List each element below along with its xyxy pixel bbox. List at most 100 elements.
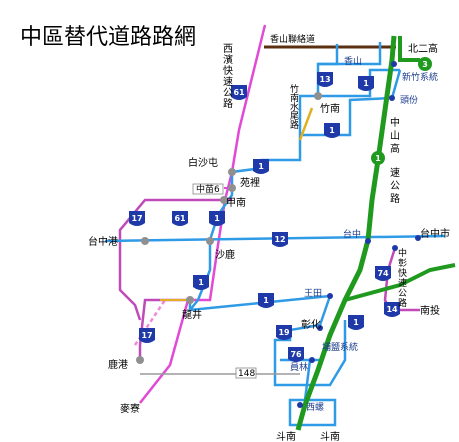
- label-nantou: 南投: [420, 304, 440, 317]
- shield-1-freeway: 1: [371, 151, 385, 165]
- svg-text:山: 山: [390, 130, 400, 142]
- svg-text:快: 快: [223, 65, 233, 77]
- label-zhunan: 竹南: [320, 102, 340, 115]
- label-lugang: 鹿港: [108, 358, 128, 371]
- svg-text:濱: 濱: [223, 53, 233, 66]
- label-yuanli: 苑裡: [240, 176, 260, 189]
- zhangtou-fwy-label: 中 彰 快 速 公 路: [398, 247, 407, 309]
- svg-text:1: 1: [353, 318, 359, 327]
- svg-text:1: 1: [258, 162, 264, 171]
- svg-text:61: 61: [174, 214, 186, 223]
- svg-text:1: 1: [214, 214, 220, 223]
- label-hsinchu-interchange: 新竹系統: [402, 71, 438, 83]
- shield-12: 12: [272, 232, 288, 247]
- svg-text:高: 高: [390, 142, 400, 155]
- svg-text:1: 1: [363, 79, 369, 88]
- svg-text:13: 13: [319, 75, 330, 84]
- svg-text:74: 74: [377, 269, 389, 278]
- freeway-1-zhongshan: [295, 35, 397, 431]
- svg-text:路: 路: [290, 119, 299, 131]
- svg-text:公: 公: [223, 88, 233, 99]
- label-baishatun: 白沙屯: [188, 156, 218, 169]
- shield-61-north: 61: [231, 85, 247, 100]
- shield-17-north: 17: [129, 211, 145, 226]
- svg-text:公: 公: [390, 181, 400, 192]
- west-coast-expressway: [139, 24, 267, 404]
- shield-1-toufen: 1: [358, 76, 374, 91]
- svg-text:南: 南: [290, 92, 299, 104]
- route-shields: 61 13 1 1 1 3 1 17: [129, 57, 432, 362]
- shield-19: 19: [276, 325, 292, 340]
- svg-text:17: 17: [131, 214, 142, 223]
- interchange-nodes: [136, 92, 322, 364]
- svg-text:17: 17: [141, 331, 152, 340]
- label-taichung-city: 台中市: [420, 227, 450, 240]
- label-xiluo: 西螺: [306, 402, 324, 413]
- label-longjing: 龍井: [182, 308, 202, 321]
- shield-76: 76: [288, 347, 304, 362]
- label-wangtian: 王田: [304, 288, 322, 299]
- label-xiangshan: 香山: [344, 56, 362, 67]
- xiangshan-branch: [318, 42, 382, 66]
- shield-74: 74: [375, 266, 391, 281]
- west-coast-fwy-label: 西 濱 快 速 公 路: [223, 44, 233, 110]
- label-puyan: 埔鹽系統: [322, 341, 358, 353]
- label-148: 148: [238, 369, 255, 379]
- shield-1-zhunan: 1: [324, 123, 340, 138]
- svg-text:速: 速: [398, 278, 407, 289]
- svg-text:快: 快: [398, 267, 407, 279]
- svg-text:速: 速: [390, 167, 400, 179]
- svg-text:中: 中: [398, 247, 407, 259]
- shield-1-baishatun: 1: [253, 159, 269, 174]
- svg-text:公: 公: [398, 288, 407, 299]
- label-taichung-port: 台中港: [88, 235, 118, 248]
- label-shalu: 沙鹿: [215, 248, 235, 261]
- shield-17-south: 17: [139, 328, 155, 343]
- provincial-road-17-a: [118, 198, 232, 321]
- label-dajia: 甲南: [226, 196, 246, 209]
- shield-1-dajia: 1: [209, 211, 225, 226]
- shield-1-wangtian: 1: [258, 293, 274, 308]
- zhongshan-fwy-label: 中 山 高 速 公 路: [390, 116, 400, 205]
- shield-1-changhua: 1: [348, 315, 364, 330]
- place-labels: 北二高 香山聯絡道 香山 新竹系統 頭份 竹南 白沙屯 苑裡 中苗6 甲南 台中…: [88, 33, 450, 442]
- svg-text:水: 水: [290, 101, 299, 113]
- svg-text:1: 1: [329, 126, 335, 135]
- freeway-interchanges: [297, 61, 421, 408]
- svg-text:路: 路: [390, 192, 400, 205]
- vertical-labels: 西 濱 快 速 公 路 竹 南 水 尾 路 中 山 高 速 公 路 中 彰 快 …: [223, 44, 407, 309]
- zhunan-road-label: 竹 南 水 尾 路: [290, 83, 299, 131]
- svg-text:76: 76: [290, 350, 302, 359]
- shield-61-south: 61: [172, 211, 188, 226]
- svg-text:19: 19: [278, 328, 290, 337]
- svg-text:12: 12: [274, 235, 285, 244]
- svg-text:彰: 彰: [398, 257, 407, 269]
- svg-text:速: 速: [223, 76, 233, 88]
- label-taichung-exit: 台中: [343, 228, 361, 240]
- shield-13: 13: [317, 72, 333, 87]
- changhua-network: [273, 295, 347, 387]
- label-yuanlin: 員林: [290, 361, 308, 373]
- svg-text:竹: 竹: [290, 83, 299, 95]
- svg-text:61: 61: [233, 88, 245, 97]
- svg-text:中: 中: [390, 116, 400, 129]
- svg-text:1: 1: [263, 296, 269, 305]
- label-toufen: 頭份: [400, 94, 418, 106]
- freeway-3-central: [344, 263, 456, 302]
- freeway-3-hidden: [420, 55, 440, 295]
- svg-text:1: 1: [198, 278, 204, 287]
- shield-1-shalu: 1: [193, 275, 209, 290]
- svg-text:14: 14: [386, 305, 398, 314]
- svg-text:路: 路: [223, 97, 233, 110]
- label-xiangshan-link: 香山聯絡道: [270, 33, 315, 45]
- shield-14: 14: [384, 302, 400, 317]
- svg-text:路: 路: [398, 297, 407, 309]
- label-dounan-2: 斗南: [320, 430, 340, 442]
- label-miao6: 中苗6: [196, 183, 220, 195]
- label-dounan-1: 斗南: [276, 430, 296, 442]
- map-title: 中區替代道路路網: [20, 25, 196, 50]
- label-mailiao: 麥寮: [120, 402, 140, 415]
- freeway-3: [398, 36, 420, 62]
- label-beiergao: 北二高: [408, 42, 438, 55]
